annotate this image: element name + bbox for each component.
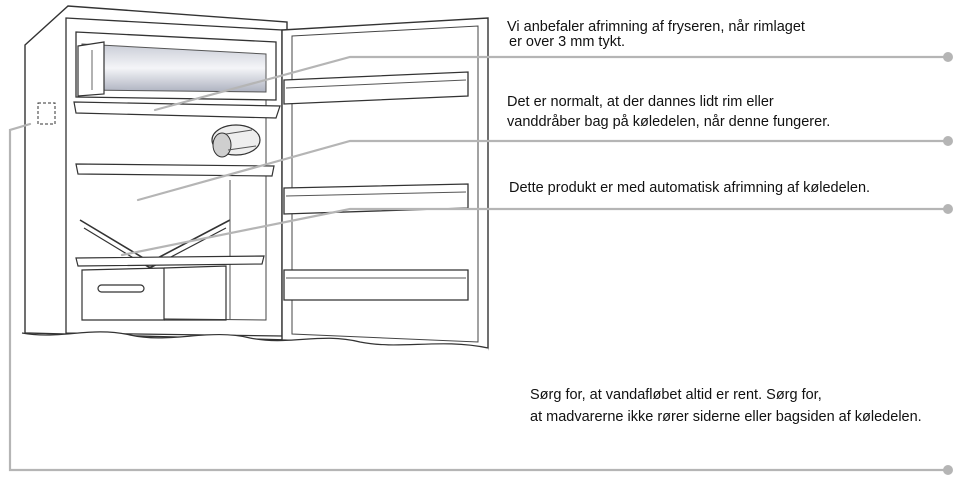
note-drain-line1: Sørg for, at vandafløbet altid er rent. … [530,387,822,403]
lower-shelf [75,255,265,267]
endpoint-freezer [943,52,953,62]
note-freezer-defrost-line1: Vi anbefaler afrimning af fryseren, når … [507,19,805,35]
cut-off-edge [18,331,492,360]
leader-lines [8,55,950,472]
note-auto-defrost: Dette produkt er med automatisk afrimnin… [509,180,871,196]
leader-drain [8,122,950,472]
note-frost-droplets-line1: Det er normalt, at der dannes lidt rim e… [507,94,774,110]
note-drain-line2: at madvarerne ikke rører siderne eller b… [530,409,922,425]
leader-auto-defrost [120,207,950,257]
thermostat-knob [211,124,261,158]
leader-endpoints [943,52,953,475]
note-freezer-defrost-line2: er over 3 mm tykt. [509,34,626,50]
glass-shelf [75,163,275,177]
drip-tray [73,101,281,119]
door-rack-top [283,71,469,105]
endpoint-auto-defrost [943,204,953,214]
leader-freezer [153,55,950,112]
note-frost-droplets-line2: vanddråber bag på køledelen, når denne f… [507,114,831,130]
crisper-handle [97,284,145,293]
freezer-door-flap [77,41,105,97]
endpoint-frost-droplets [943,136,953,146]
door-rack-bottom [283,269,469,301]
leader-frost-droplets [136,139,950,202]
drain-marker [37,102,56,125]
crisper-drawer [81,267,165,321]
endpoint-drain [943,465,953,475]
